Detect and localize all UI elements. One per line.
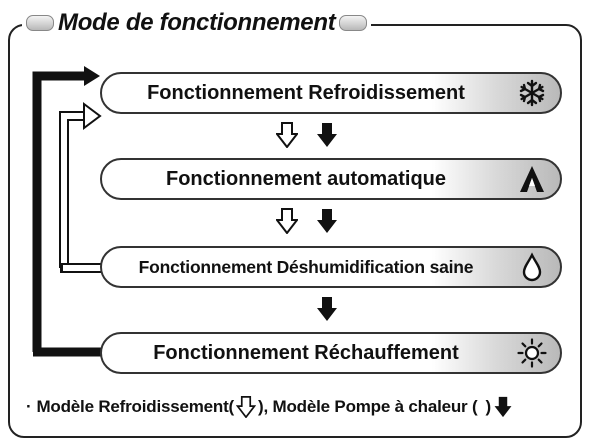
mode-dehumidify-label: Fonctionnement Déshumidification saine — [138, 256, 474, 277]
auto-mode-icon — [516, 164, 548, 194]
hollow-down-arrow-icon — [276, 122, 298, 148]
mode-auto-box: Fonctionnement automatique — [100, 158, 562, 200]
transition-arrows-2 — [276, 208, 338, 234]
solid-down-arrow-icon — [317, 209, 337, 233]
mode-cooling-label: Fonctionnement Refroidissement — [147, 81, 465, 104]
footnote-heat-pump-model-text: ), Modèle Pompe à chaleur ( — [258, 397, 478, 416]
footnote-close-paren: ) — [485, 397, 491, 416]
snowflake-icon — [516, 78, 548, 108]
hollow-down-arrow-icon — [236, 396, 257, 418]
transition-arrow-3 — [316, 296, 338, 322]
footnote-cooling-model-text: Modèle Refroidissement( — [36, 397, 235, 416]
cooling-return-arrowhead — [83, 102, 102, 130]
model-legend-footnote: · Modèle Refroidissement( ), Modèle Pomp… — [26, 396, 515, 418]
mode-cooling-box: Fonctionnement Refroidissement — [100, 72, 562, 114]
heat-pump-return-arrowhead — [84, 66, 100, 86]
footnote-bullet: · — [26, 397, 32, 416]
transition-arrows-1 — [276, 122, 338, 148]
mode-auto-label: Fonctionnement automatique — [166, 167, 446, 190]
mode-heating-box: Fonctionnement Réchauffement — [100, 332, 562, 374]
solid-down-arrow-icon — [317, 123, 337, 147]
panel-title: Mode de fonctionnement — [58, 9, 336, 36]
hollow-down-arrow-icon — [276, 208, 298, 234]
sun-icon — [516, 338, 548, 368]
panel-header: Mode de fonctionnement — [22, 6, 372, 40]
water-drop-icon — [516, 252, 548, 282]
title-right-bead — [339, 15, 368, 31]
solid-down-arrow-icon — [494, 396, 512, 418]
solid-down-arrow-icon — [317, 297, 337, 321]
mode-heating-label: Fonctionnement Réchauffement — [153, 341, 459, 364]
mode-dehumidify-box: Fonctionnement Déshumidification saine — [100, 246, 562, 288]
cooling-return-line — [59, 111, 86, 268]
heat-pump-return-line — [32, 71, 86, 352]
title-left-bead — [26, 15, 54, 31]
